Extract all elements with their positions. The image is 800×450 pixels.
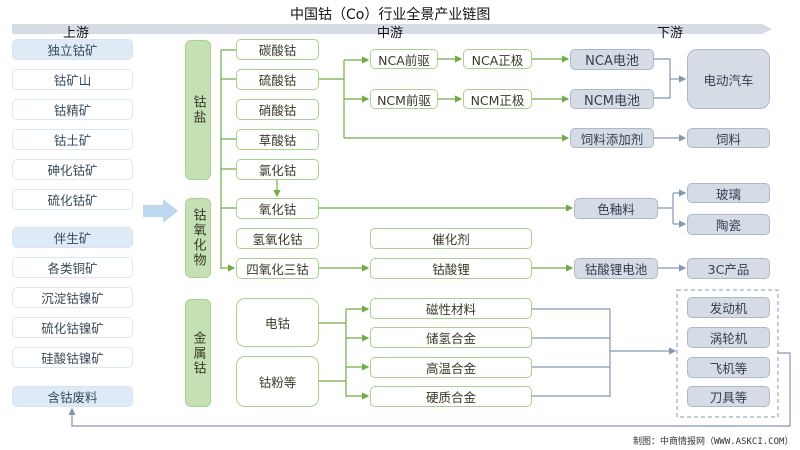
upstream-item: 硅酸钴镍矿 — [12, 347, 133, 368]
applications-group — [676, 289, 779, 418]
alloy-item: 硬质合金 — [370, 386, 532, 407]
big-arrow-icon — [143, 199, 178, 223]
metal-item: 钴粉等 — [236, 356, 319, 407]
oxide-item: 氧化钴 — [236, 198, 319, 219]
category-oxide: 钴氧化物 — [185, 198, 211, 278]
stage-midstream: 中游 — [377, 26, 404, 41]
lco-battery: 钴酸锂电池 — [574, 258, 658, 279]
oxide-item: 四氧化三钴 — [236, 258, 319, 279]
upstream-item: 钴精矿 — [12, 99, 133, 120]
category-salt: 钴盐 — [185, 40, 211, 180]
alloy-item: 磁性材料 — [370, 298, 532, 319]
application-item: 刀具等 — [687, 386, 770, 407]
upstream-item: 钴矿山 — [12, 69, 133, 90]
electric-vehicle: 电动汽车 — [687, 49, 770, 109]
application-item: 涡轮机 — [687, 327, 770, 348]
upstream-item: 硫化钴镍矿 — [12, 317, 133, 338]
salt-item: 草酸钴 — [236, 129, 319, 150]
ncm-cathode: NCM正极 — [463, 89, 532, 109]
upstream-item: 含钴废料 — [12, 386, 133, 407]
upstream-item: 伴生矿 — [12, 227, 133, 248]
catalyst: 催化剂 — [370, 228, 532, 249]
metal-item: 电钴 — [236, 298, 319, 347]
salt-item: 碳酸钴 — [236, 39, 319, 60]
feed-additive: 饲料添加剂 — [570, 128, 654, 148]
upstream-item: 沉淀钴镍矿 — [12, 287, 133, 308]
stage-arrow-bar — [12, 24, 772, 34]
alloy-item: 储氢合金 — [370, 327, 532, 348]
oxide-item: 氢氧化钴 — [236, 228, 319, 249]
application-item: 发动机 — [687, 297, 770, 318]
category-metal: 金属钴 — [185, 299, 211, 407]
upstream-item: 独立钴矿 — [12, 39, 133, 60]
salt-item: 硫酸钴 — [236, 69, 319, 90]
upstream-item: 各类铜矿 — [12, 257, 133, 278]
upstream-item: 钴土矿 — [12, 129, 133, 150]
page-title: 中国钴（Co）行业全景产业链图 — [290, 7, 491, 23]
glaze: 色釉料 — [574, 198, 658, 219]
stage-upstream: 上游 — [63, 26, 90, 41]
salt-item: 硝酸钴 — [236, 99, 319, 120]
nca-cathode: NCA正极 — [463, 49, 532, 69]
alloy-item: 高温合金 — [370, 357, 532, 378]
stage-downstream: 下游 — [657, 26, 684, 41]
upstream-item: 硫化钴矿 — [12, 189, 133, 210]
ncm-battery: NCM电池 — [570, 89, 654, 109]
footer-credit: 制图：中商情报网（WWW.ASKCI.COM） — [633, 437, 794, 447]
nca-battery: NCA电池 — [570, 49, 654, 70]
ncm-precursor: NCM前驱 — [370, 89, 438, 109]
3c-products: 3C产品 — [687, 258, 770, 279]
application-item: 飞机等 — [687, 357, 770, 378]
lithium-cobaltate: 钴酸锂 — [370, 258, 532, 279]
salt-item: 氯化钴 — [236, 159, 319, 180]
glass: 玻璃 — [687, 183, 770, 203]
upstream-item: 砷化钴矿 — [12, 159, 133, 180]
ceramic: 陶瓷 — [687, 214, 770, 235]
nca-precursor: NCA前驱 — [370, 49, 438, 69]
feed: 饲料 — [687, 128, 770, 148]
